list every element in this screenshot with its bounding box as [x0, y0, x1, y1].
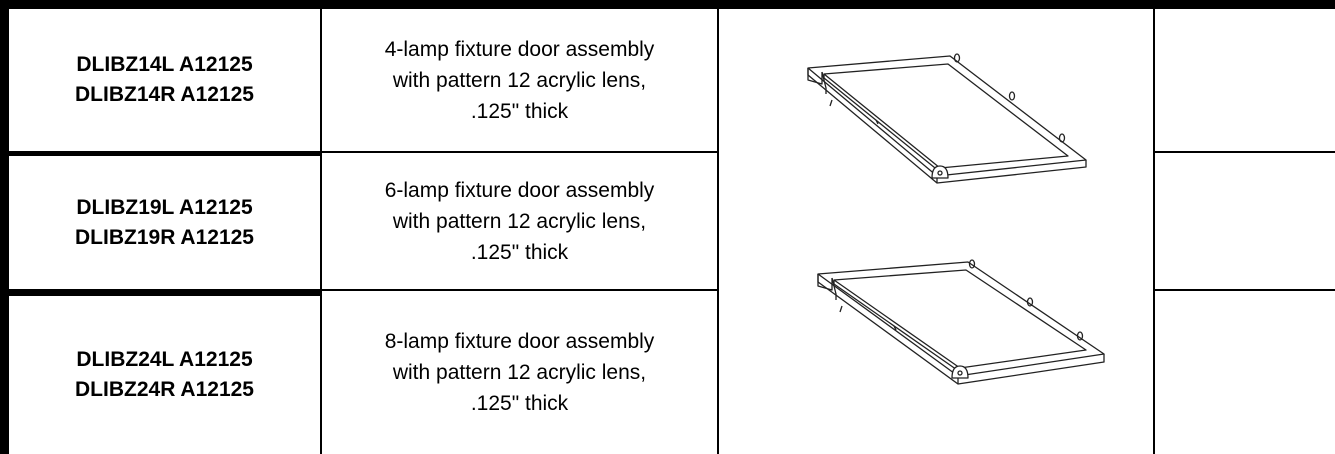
part-number: DLIBZ24R A12125 — [75, 377, 254, 401]
table-left-border — [0, 0, 9, 454]
empty-cell — [1155, 9, 1335, 151]
column-divider — [1153, 0, 1155, 454]
table-top-border — [0, 0, 1335, 9]
part-number: DLIBZ24L A12125 — [76, 347, 253, 371]
row-divider — [1153, 289, 1335, 291]
description-line: with pattern 12 acrylic lens, — [392, 209, 647, 233]
part-number: DLIBZ19R A12125 — [75, 225, 254, 249]
part-number-cell: DLIBZ19L A12125 DLIBZ19R A12125 — [9, 156, 320, 289]
description-line: .125" thick — [470, 391, 569, 415]
part-number-cell: DLIBZ14L A12125 DLIBZ14R A12125 — [9, 9, 320, 151]
description-cell: 8-lamp fixture door assembly with patter… — [322, 291, 717, 453]
description-line: with pattern 12 acrylic lens, — [392, 68, 647, 92]
description-cell: 4-lamp fixture door assembly with patter… — [322, 9, 717, 151]
row-divider — [320, 289, 719, 291]
column-divider — [320, 0, 322, 454]
part-number: DLIBZ19L A12125 — [76, 195, 253, 219]
part-number-cell: DLIBZ24L A12125 DLIBZ24R A12125 — [9, 296, 320, 453]
description-cell: 6-lamp fixture door assembly with patter… — [322, 153, 717, 289]
row-divider — [1153, 151, 1335, 153]
description-line: .125" thick — [470, 99, 569, 123]
description-line: 6-lamp fixture door assembly — [384, 178, 655, 202]
part-number: DLIBZ14L A12125 — [76, 53, 253, 76]
description-line: 8-lamp fixture door assembly — [384, 329, 655, 353]
empty-cell — [1155, 291, 1335, 453]
row-divider — [0, 289, 320, 296]
empty-cell — [1155, 153, 1335, 289]
description-line: .125" thick — [470, 240, 569, 264]
description-line: with pattern 12 acrylic lens, — [392, 360, 647, 384]
row-divider — [0, 151, 320, 156]
description-line: 4-lamp fixture door assembly — [384, 37, 655, 61]
fixture-door-frame-drawing-icon — [817, 259, 1105, 385]
fixture-door-frame-drawing-icon — [807, 53, 1087, 184]
part-number: DLIBZ14R A12125 — [75, 83, 254, 106]
row-divider — [320, 151, 719, 153]
column-divider — [717, 0, 719, 454]
